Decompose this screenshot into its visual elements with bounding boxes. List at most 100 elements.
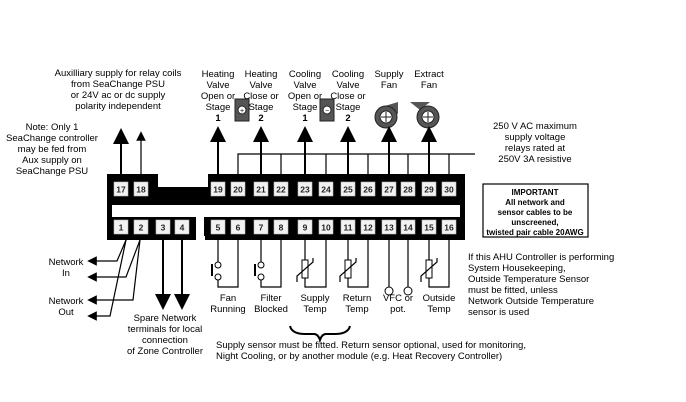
terminal-10: 10: [318, 219, 334, 235]
terminal-25: 25: [340, 181, 356, 197]
terminal-number: 11: [344, 223, 353, 233]
input-label: VFC or: [383, 293, 413, 304]
voltage-line: 250 V AC maximum: [493, 121, 577, 132]
output-stage-number: 1: [215, 113, 221, 124]
output-label-line: Cooling: [289, 69, 321, 80]
output-label-line: Open or: [201, 91, 235, 102]
terminal-number: 19: [213, 185, 223, 195]
terminal-number: 21: [256, 185, 266, 195]
output-label-line: Stage: [293, 102, 318, 113]
voltage-line: supply voltage: [505, 132, 566, 143]
input-label: Outside: [423, 293, 456, 304]
spare-line: Spare Network: [134, 313, 197, 324]
spare-network-note: Spare Network terminals for local connec…: [127, 313, 203, 357]
terminal-23: 23: [297, 181, 313, 197]
terminal-number: 27: [384, 185, 394, 195]
only-one-note: Note: Only 1 SeaChange controller may be…: [6, 122, 98, 177]
terminal-5: 5: [210, 219, 226, 235]
terminal-16: 16: [441, 219, 457, 235]
only-one-line: may be fed from: [18, 144, 87, 155]
input-label: Blocked: [254, 304, 288, 315]
terminal-number: 22: [276, 185, 286, 195]
spare-line: of Zone Controller: [127, 346, 203, 357]
terminal-7: 7: [253, 219, 269, 235]
output-label-line: Stage: [336, 102, 361, 113]
output-label-line: Valve: [249, 80, 272, 91]
heating-symbol-text: +: [240, 108, 244, 115]
common-bus: [237, 153, 475, 180]
terminal-number: 7: [259, 223, 264, 233]
input-label: pot.: [390, 304, 406, 315]
spare-line: connection: [142, 335, 188, 346]
heating-valve-symbol: +: [234, 98, 250, 122]
supply-sensor-note: Night Cooling, or by another module (e.g…: [216, 351, 502, 362]
terminal-number: 17: [116, 185, 126, 195]
terminal-6: 6: [230, 219, 246, 235]
important-box: IMPORTANT All network and sensor cables …: [482, 183, 589, 238]
terminal-19: 19: [210, 181, 226, 197]
terminal-number: 16: [444, 223, 454, 233]
network-in-label: Network: [49, 257, 84, 268]
housekeeping-line: must be fitted, unless: [468, 285, 558, 296]
input-label: Temp: [345, 304, 368, 315]
terminal-15: 15: [421, 219, 437, 235]
important-line: twisted pair cable 20AWG: [486, 228, 583, 237]
input-label: Temp: [427, 304, 450, 315]
terminal-number: 29: [424, 185, 434, 195]
voltage-line: 250V 3A resistive: [498, 154, 571, 165]
cooling-symbol-text: −: [325, 108, 329, 115]
input-label: Supply: [300, 293, 329, 304]
output-label-line: Stage: [206, 102, 231, 113]
housekeeping-line: sensor is used: [468, 307, 529, 318]
output-label-line: Heating: [202, 69, 235, 80]
output-stage-number: 2: [258, 113, 263, 124]
terminal-14: 14: [400, 219, 416, 235]
plus-icon: [237, 105, 247, 115]
network-in-label: In: [62, 268, 70, 279]
terminal-number: 20: [233, 185, 243, 195]
output-label-line: Cooling: [332, 69, 364, 80]
output-label-line: Extract: [414, 69, 444, 80]
terminal-3: 3: [155, 219, 171, 235]
terminal-2: 2: [133, 219, 149, 235]
aux-note-line: Auxilliary supply for relay coils: [55, 68, 182, 79]
terminal-number: 2: [139, 223, 144, 233]
housekeeping-line: Outside Temperature Sensor: [468, 274, 589, 285]
output-label-line: Close or: [243, 91, 278, 102]
terminal-number: 10: [321, 223, 331, 233]
terminal-number: 15: [424, 223, 434, 233]
output-label-line: Open or: [288, 91, 322, 102]
minus-icon: [322, 105, 332, 115]
terminal-13: 13: [381, 219, 397, 235]
aux-note-line: from SeaChange PSU: [71, 79, 165, 90]
aux-supply-note: Auxilliary supply for relay coils from S…: [55, 68, 182, 112]
terminal-number: 26: [363, 185, 373, 195]
terminal-1: 1: [113, 219, 129, 235]
terminal-number: 9: [303, 223, 308, 233]
output-label-line: Close or: [330, 91, 365, 102]
aux-note-line: polarity independent: [75, 101, 161, 112]
terminal-number: 6: [236, 223, 241, 233]
terminal-26: 26: [360, 181, 376, 197]
terminal-28: 28: [400, 181, 416, 197]
network-wiring: [87, 239, 141, 321]
input-label: Temp: [303, 304, 326, 315]
terminal-number: 4: [180, 223, 185, 233]
terminal-17: 17: [113, 181, 129, 197]
housekeeping-note: If this AHU Controller is performing Sys…: [468, 252, 614, 318]
terminal-number: 14: [403, 223, 413, 233]
controller-terminal-block: [107, 174, 465, 240]
terminal-4: 4: [174, 219, 190, 235]
